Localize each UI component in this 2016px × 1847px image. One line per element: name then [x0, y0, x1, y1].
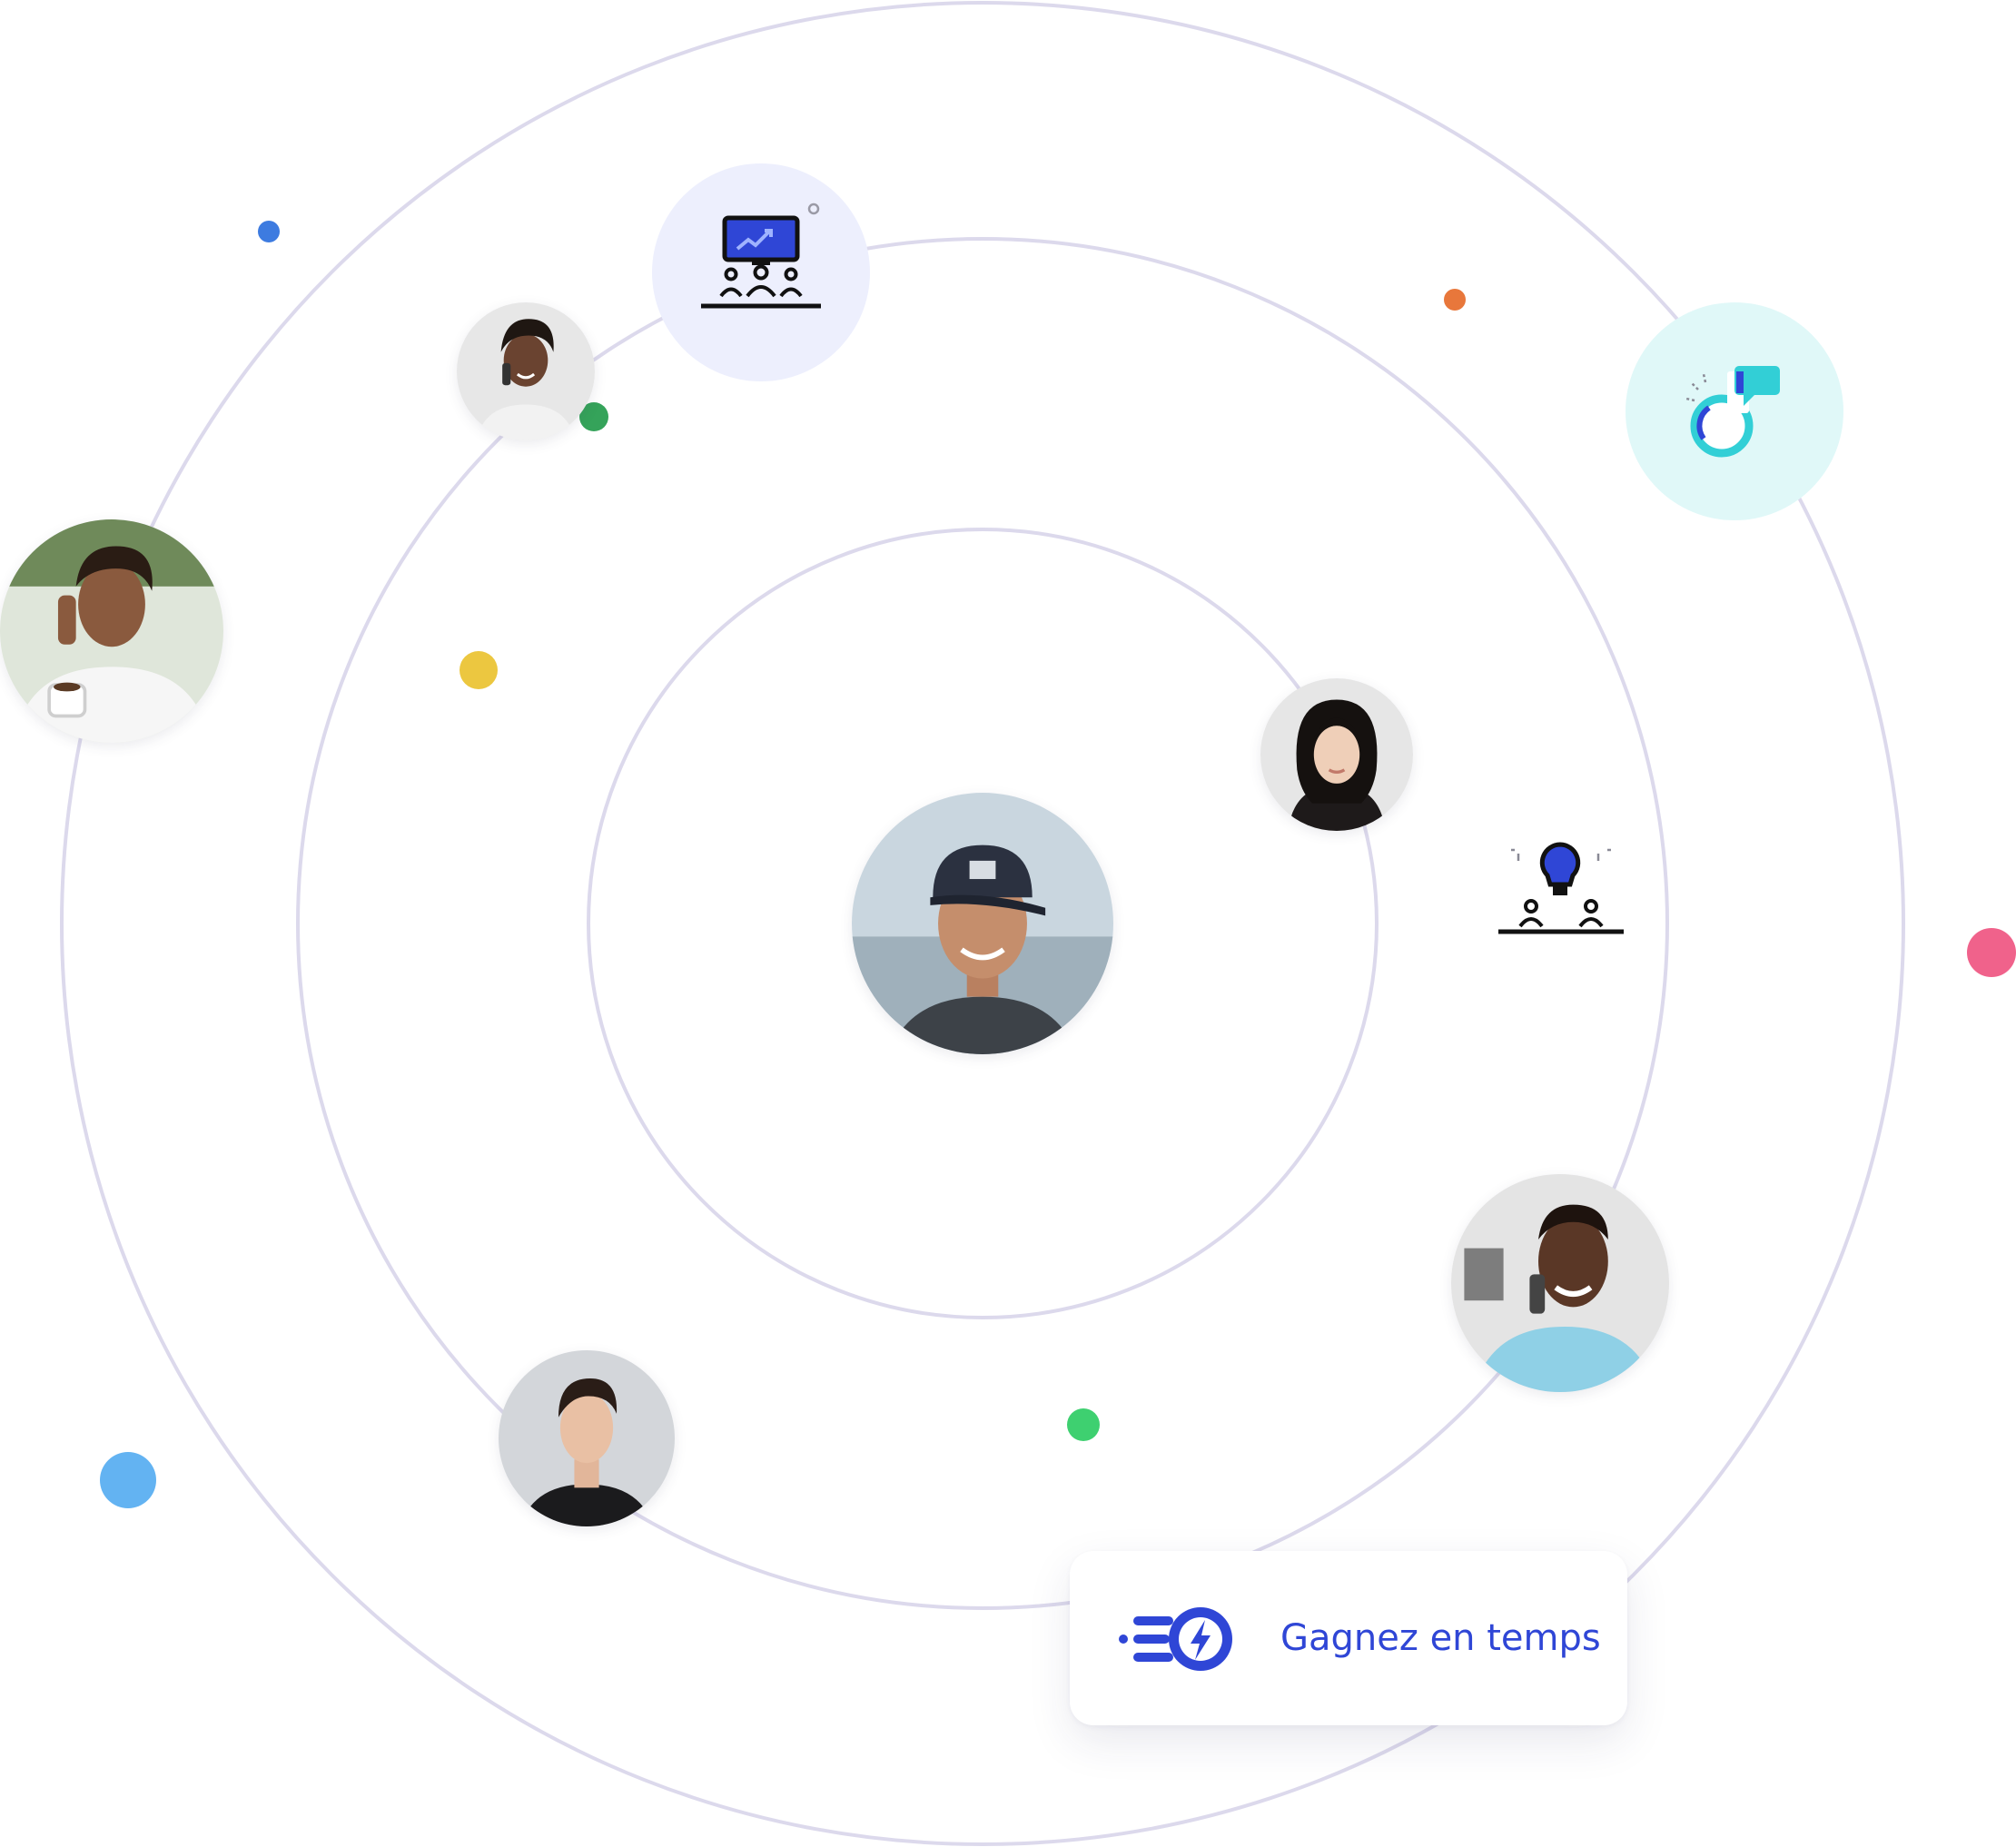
- young-man-avatar: [499, 1350, 675, 1526]
- callout-card: Gagnez en temps: [1070, 1551, 1627, 1725]
- man-coffee-phone-avatar: [0, 519, 223, 743]
- light-blue-dot: [100, 1452, 156, 1508]
- woman-phone-avatar: [457, 302, 595, 440]
- blue-dot: [258, 221, 280, 242]
- middle-orbit-ring: [296, 237, 1669, 1610]
- green-dot: [1067, 1408, 1100, 1441]
- yellow-dot: [460, 651, 498, 689]
- man-smiling-phone-avatar: [1451, 1174, 1669, 1392]
- mobile-chat-bubble: [1626, 302, 1843, 520]
- center-man-cap-avatar: [852, 793, 1113, 1054]
- presentation-bubble: [652, 163, 870, 381]
- asian-woman-avatar: [1260, 678, 1413, 831]
- presentation-chart-icon: [701, 202, 821, 309]
- callout-text: Gagnez en temps: [1280, 1617, 1601, 1659]
- idea-bulb-meeting-icon-wrap: [1497, 837, 1626, 937]
- inner-orbit-ring: [587, 528, 1379, 1319]
- idea-bulb-meeting-icon: [1498, 842, 1624, 934]
- pink-dot: [1967, 928, 2016, 977]
- orange-dot: [1444, 289, 1466, 311]
- mobile-chat-icon: [1685, 366, 1780, 458]
- outer-orbit-ring: [60, 1, 1905, 1846]
- speed-lightning-icon: [1119, 1607, 1232, 1671]
